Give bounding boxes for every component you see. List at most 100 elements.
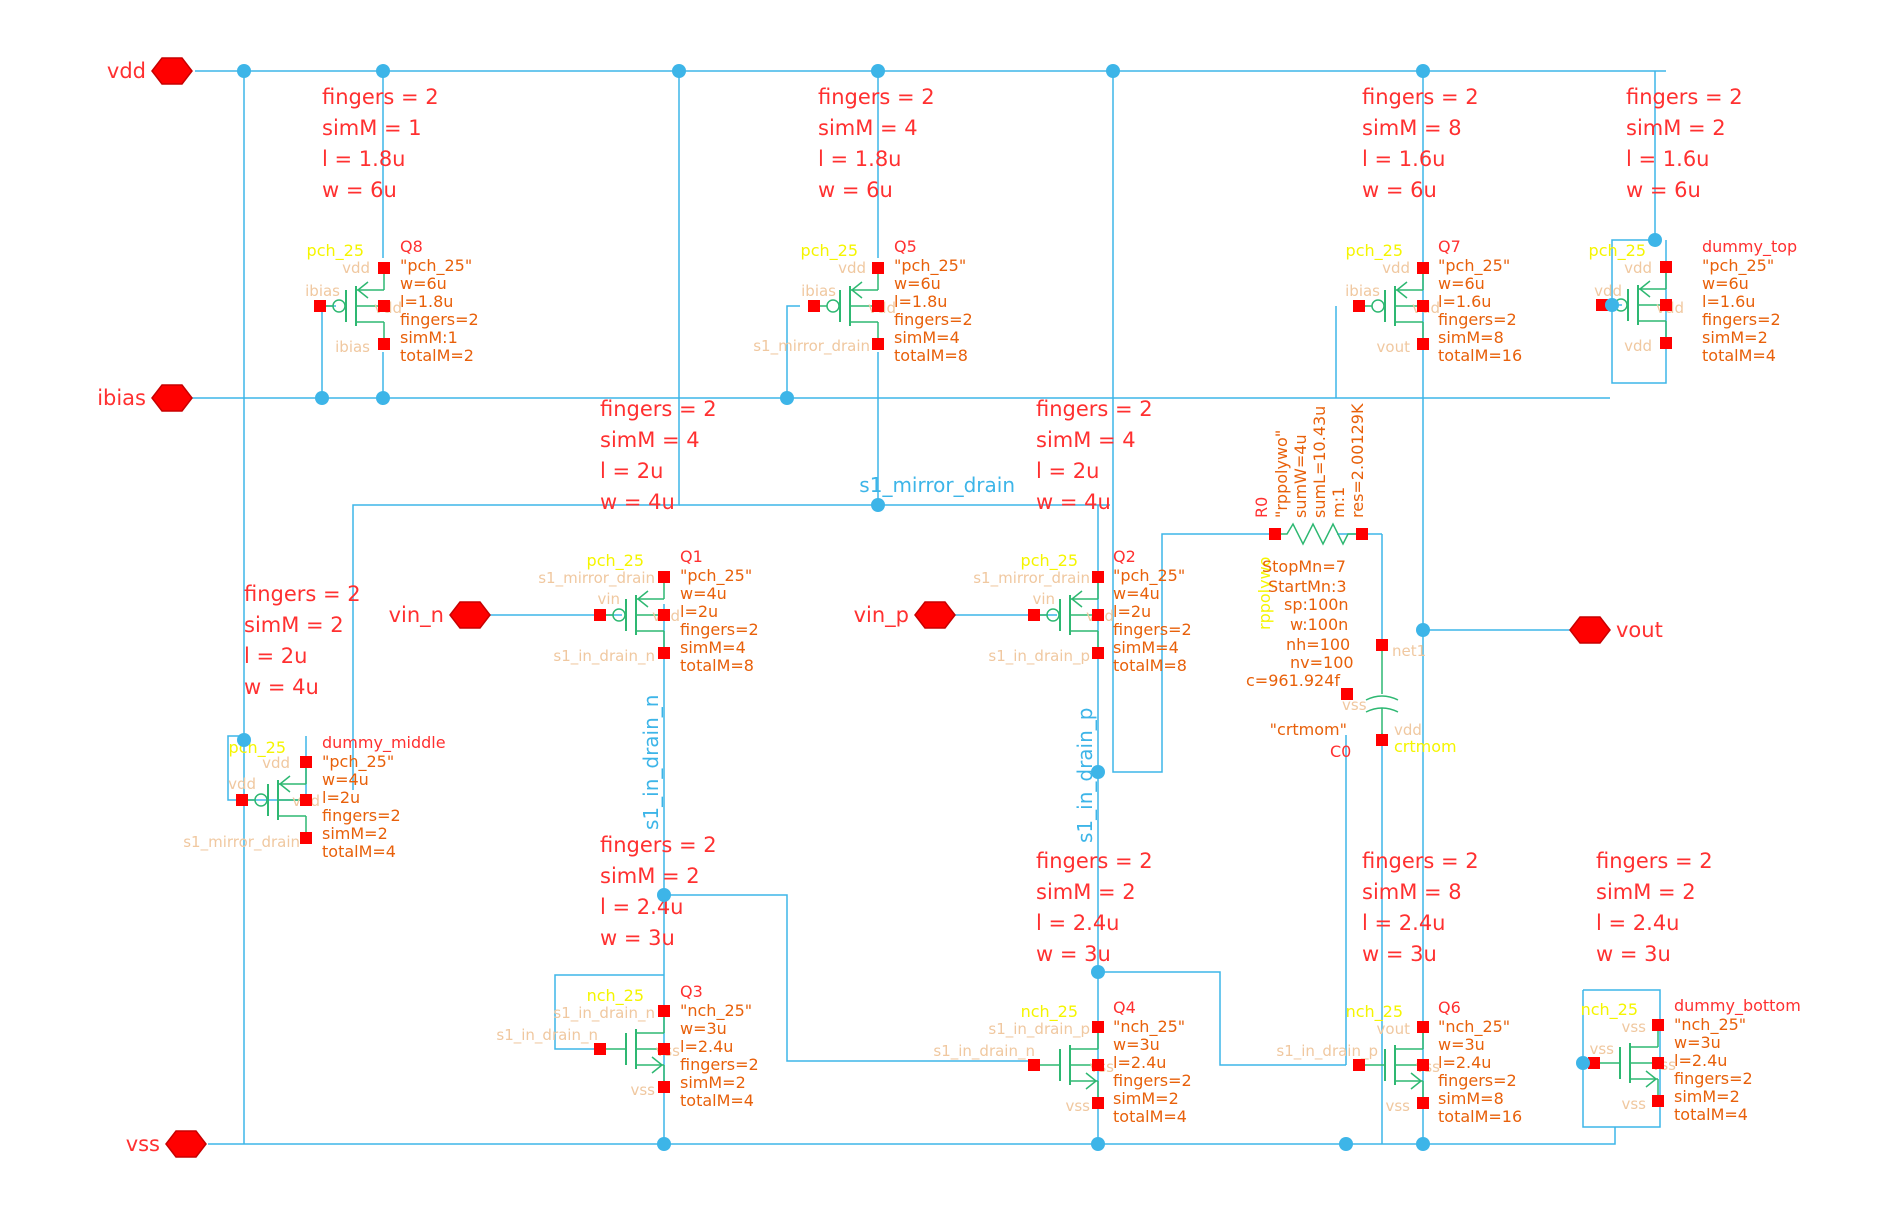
instance-w: w=4u: [322, 770, 369, 789]
terminal-label: vdd: [1624, 337, 1652, 355]
pin-square: [658, 609, 670, 621]
params-dm-w: w = 4u: [244, 675, 319, 699]
arrow: [1410, 1072, 1423, 1090]
junction-dot: [1416, 1137, 1430, 1151]
pin-square: [658, 1081, 670, 1093]
cell-label: nch_25: [1581, 1000, 1638, 1020]
gate-bubble: [826, 299, 840, 313]
resistor-sp: sp:100n: [1284, 595, 1349, 614]
pin-square: [1353, 1059, 1365, 1071]
cap-cell: crtmom: [1394, 737, 1457, 756]
pin-square: [1092, 647, 1104, 659]
resistor-model: "rppolywo": [1272, 430, 1291, 518]
instance-simM: simM=2: [680, 1073, 746, 1092]
instance-fingers: fingers=2: [894, 310, 973, 329]
cell-label: nch_25: [1021, 1002, 1078, 1022]
junction-dot: [871, 64, 885, 78]
params-dt-fingers: fingers = 2: [1626, 85, 1743, 109]
cell-label: pch_25: [801, 241, 858, 261]
instance-l: l=2u: [322, 788, 360, 807]
pin-square: [1417, 338, 1429, 350]
junction-dot: [657, 888, 671, 902]
pin-square: [1660, 337, 1672, 349]
instance-totalM: totalM=4: [680, 1091, 754, 1110]
pin-square: [1028, 1059, 1040, 1071]
wire: [1582, 989, 1661, 1128]
terminal-label: s1_mirror_drain: [753, 337, 870, 356]
params-q7-fingers: fingers = 2: [1362, 85, 1479, 109]
pin-square: [378, 300, 390, 312]
junction-dot: [871, 498, 885, 512]
junction-dot: [237, 64, 251, 78]
params-dm-l: l = 2u: [244, 644, 307, 668]
junction-dot: [780, 391, 794, 405]
instance-name: dummy_bottom: [1674, 996, 1801, 1016]
params-q3-fingers: fingers = 2: [600, 833, 717, 857]
instance-model: "pch_25": [322, 752, 394, 772]
junction-dot: [376, 64, 390, 78]
gate-bubble: [1371, 299, 1385, 313]
junction-dot: [1648, 233, 1662, 247]
pin-square: [1356, 528, 1368, 540]
pin-square: [1028, 609, 1040, 621]
params-q5-simM: simM = 4: [818, 116, 918, 140]
junction-dot: [1091, 765, 1105, 779]
pin-square: [808, 300, 820, 312]
resistor-r0: [1275, 522, 1360, 546]
params-q6-fingers: fingers = 2: [1362, 849, 1479, 873]
instance-w: w=4u: [680, 584, 727, 603]
pin-square: [1660, 261, 1672, 273]
instance-totalM: totalM=4: [322, 842, 396, 861]
pin-square: [872, 262, 884, 274]
wire: [664, 894, 1035, 1062]
params-q2-simM: simM = 4: [1036, 428, 1136, 452]
terminal-label: ibias: [1345, 282, 1380, 300]
instance-name: Q3: [680, 982, 703, 1001]
params-q3-simM: simM = 2: [600, 864, 700, 888]
junction-dot: [1091, 1137, 1105, 1151]
params-q3-l: l = 2.4u: [600, 895, 684, 919]
instance-model: "pch_25": [1438, 256, 1510, 276]
instance-l: l=1.6u: [1438, 292, 1491, 311]
instance-model: "nch_25": [680, 1001, 752, 1021]
arrow: [1395, 281, 1408, 299]
pin-square: [1652, 1019, 1664, 1031]
instance-simM: simM=4: [680, 638, 746, 657]
params-db-w: w = 3u: [1596, 942, 1671, 966]
pin-square: [1269, 528, 1281, 540]
pin-square: [594, 609, 606, 621]
arrow: [1070, 590, 1083, 608]
instance-simM: simM=8: [1438, 328, 1504, 347]
port-vss-label: vss: [126, 1132, 160, 1156]
terminal-label: vss: [630, 1081, 655, 1099]
instance-simM: simM=4: [894, 328, 960, 347]
port-vdd-pin-shape: [151, 57, 193, 85]
port-vin-p-label: vin_p: [854, 603, 909, 628]
instance-totalM: totalM=2: [400, 346, 474, 365]
params-q7-w: w = 6u: [1362, 178, 1437, 202]
cap-model: "crtmom": [1270, 720, 1347, 739]
transistor-db: [1594, 1025, 1659, 1101]
pin-square: [314, 300, 326, 312]
terminal-label: vss: [1589, 1040, 1614, 1058]
instance-simM: simM=4: [1113, 638, 1179, 657]
instance-fingers: fingers=2: [1702, 310, 1781, 329]
wire: [554, 974, 664, 1035]
instance-w: w=6u: [894, 274, 941, 293]
pin-square: [658, 1005, 670, 1017]
wire: [786, 305, 800, 398]
params-q1-simM: simM = 4: [600, 428, 700, 452]
pin-square: [300, 756, 312, 768]
transistor-q4: [1034, 1027, 1099, 1103]
instance-l: l=1.6u: [1702, 292, 1755, 311]
instance-totalM: totalM=16: [1438, 1107, 1522, 1126]
params-q4-w: w = 3u: [1036, 942, 1111, 966]
resistor-stopmn: StopMn=7: [1262, 557, 1346, 576]
transistor-q6: [1359, 1027, 1424, 1103]
terminal-label: vdd: [228, 775, 256, 793]
pin-square: [1092, 1097, 1104, 1109]
terminal-label: vout: [1377, 338, 1411, 356]
params-q4-simM: simM = 2: [1036, 880, 1136, 904]
instance-fingers: fingers=2: [1113, 620, 1192, 639]
params-db-l: l = 2.4u: [1596, 911, 1680, 935]
